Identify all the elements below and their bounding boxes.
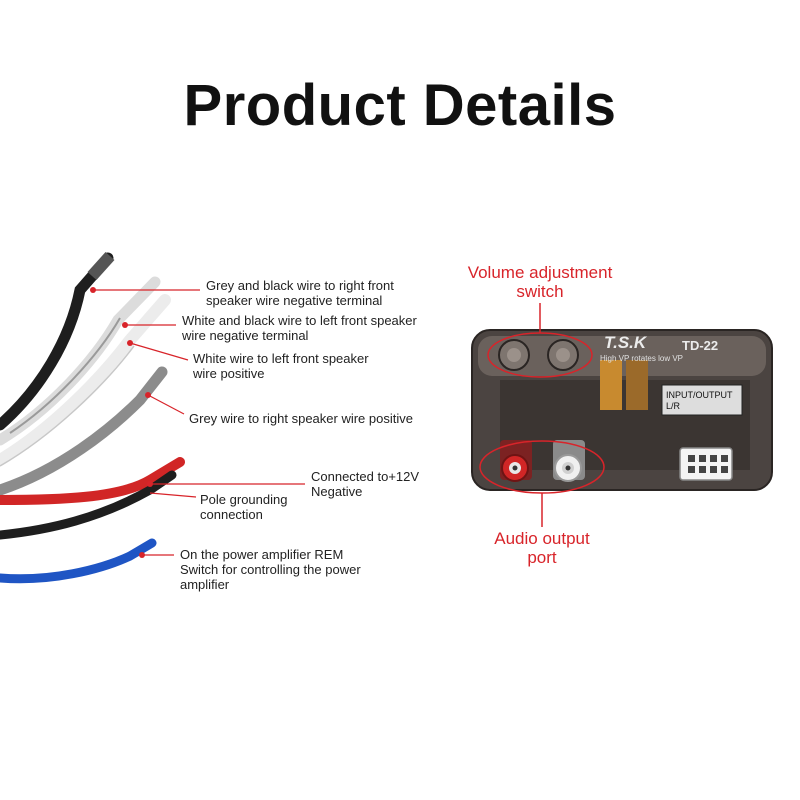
label-audio-output: Audio output port [494, 529, 590, 567]
label-rem: On the power amplifier REM Switch for co… [180, 547, 361, 592]
label-white-black-wire: White and black wire to left front speak… [182, 313, 417, 343]
grey-black-wire-tip [87, 251, 115, 281]
device-brand: T.S.K [604, 333, 648, 352]
io-label-1: INPUT/OUTPUT [666, 390, 733, 400]
white-wire [0, 294, 171, 466]
label-12v: Connected to+12V Negative [311, 469, 420, 499]
grey-black-wire [0, 252, 114, 431]
blue-rem-wire [0, 538, 157, 584]
io-panel [661, 384, 743, 416]
ground-wire [0, 470, 177, 540]
label-pole-grounding: Pole grounding connection [200, 492, 288, 522]
red-wire [0, 457, 185, 505]
white-black-wire-stripe [9, 317, 121, 434]
label-grey-wire: Grey wire to right speaker wire positive [189, 411, 413, 426]
leader-pole [149, 492, 197, 498]
leader-grey [147, 394, 185, 415]
leader-dots [90, 287, 153, 558]
leader-white [129, 342, 189, 361]
grey-wire [0, 366, 168, 496]
page-title: Product Details [183, 73, 617, 138]
label-grey-black-wire: Grey and black wire to right front speak… [206, 278, 394, 308]
label-volume-switch: Volume adjustment switch [467, 263, 613, 301]
leader-lines [93, 289, 305, 556]
device-model: TD-22 [682, 338, 718, 353]
white-wire-outline [0, 345, 135, 467]
power-connector [679, 447, 733, 481]
device-subtitle: High VP rotates low VP [600, 354, 683, 363]
io-label-2: L/R [666, 401, 681, 411]
label-white-wire: White wire to left front speaker wire po… [193, 351, 369, 381]
